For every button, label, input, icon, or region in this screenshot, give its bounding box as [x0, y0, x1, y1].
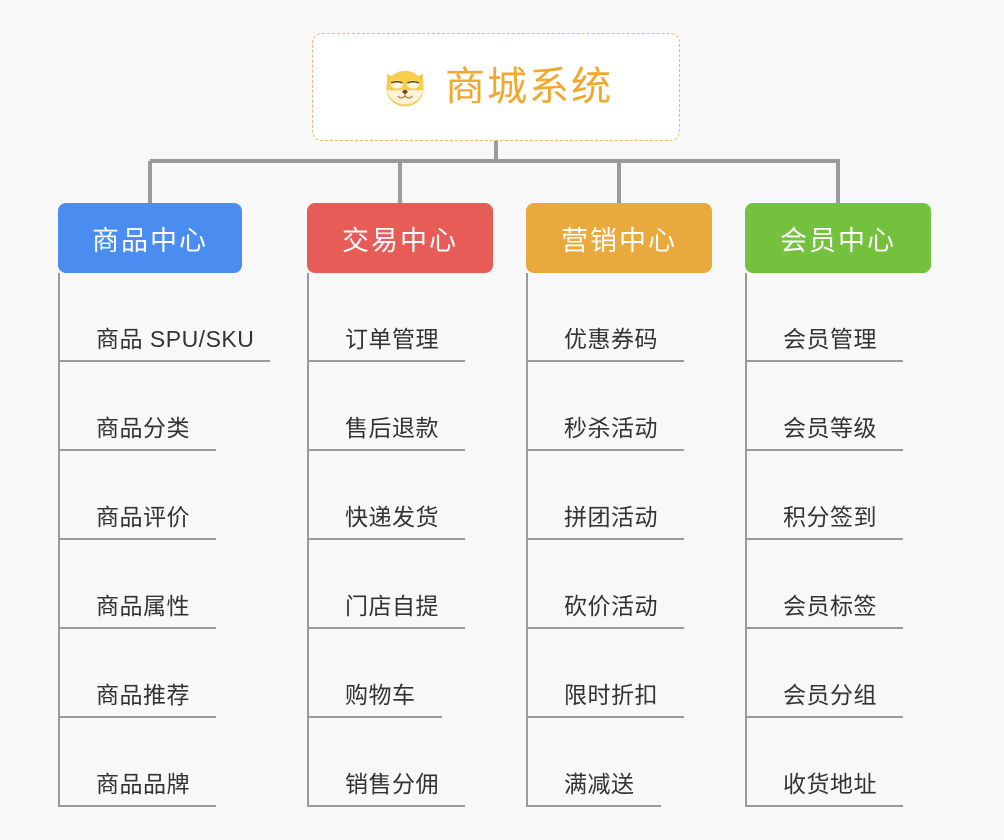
leaf-list-product-center: 商品 SPU/SKU 商品分类商品评价商品属性商品推荐商品品牌 [58, 273, 270, 807]
leaf-item-label: 购物车 [345, 682, 416, 708]
leaf-list-trade-center: 订单管理售后退款快递发货门店自提购物车销售分佣 [307, 273, 493, 807]
leaf-item-label: 商品评价 [96, 504, 190, 530]
category-column-marketing-center: 营销中心优惠券码秒杀活动拼团活动砍价活动限时折扣满减送 [526, 203, 712, 807]
leaf-item-label: 商品推荐 [96, 682, 190, 708]
leaf-item-label: 快递发货 [345, 504, 439, 530]
leaf-underline [526, 538, 684, 540]
leaf-item[interactable]: 砍价活动 [526, 540, 712, 629]
leaf-item[interactable]: 商品评价 [58, 451, 254, 540]
leaf-spine [58, 273, 60, 807]
leaf-underline [58, 716, 216, 718]
leaf-item-label: 限时折扣 [564, 682, 658, 708]
leaf-underline [58, 449, 216, 451]
leaf-item[interactable]: 秒杀活动 [526, 362, 712, 451]
leaf-item[interactable]: 会员管理 [745, 273, 931, 362]
leaf-underline [745, 449, 903, 451]
leaf-underline [307, 805, 465, 807]
leaf-underline [307, 449, 465, 451]
leaf-item-label: 优惠券码 [564, 326, 658, 352]
root-node[interactable]: 商城系统 [312, 33, 680, 141]
leaf-item-label: 销售分佣 [345, 771, 439, 797]
leaf-item-label: 商品品牌 [96, 771, 190, 797]
leaf-item[interactable]: 优惠券码 [526, 273, 712, 362]
leaf-item[interactable]: 会员分组 [745, 629, 931, 718]
category-header-product-center[interactable]: 商品中心 [58, 203, 242, 273]
leaf-item[interactable]: 购物车 [307, 629, 493, 718]
leaf-underline [745, 805, 903, 807]
leaf-item-label: 商品分类 [96, 415, 190, 441]
leaf-item[interactable]: 销售分佣 [307, 718, 493, 807]
leaf-underline [745, 538, 903, 540]
category-header-label: 营销中心 [561, 225, 677, 256]
leaf-underline [58, 538, 216, 540]
root-title: 商城系统 [445, 65, 613, 109]
category-column-product-center: 商品中心商品 SPU/SKU 商品分类商品评价商品属性商品推荐商品品牌 [58, 203, 270, 807]
leaf-spine [745, 273, 747, 807]
category-header-member-center[interactable]: 会员中心 [745, 203, 931, 273]
leaf-item[interactable]: 满减送 [526, 718, 712, 807]
leaf-item-label: 订单管理 [345, 326, 439, 352]
leaf-item-label: 会员等级 [783, 415, 877, 441]
leaf-underline [745, 360, 903, 362]
leaf-item[interactable]: 快递发货 [307, 451, 493, 540]
leaf-underline [307, 627, 465, 629]
shiba-dog-face-icon [379, 61, 431, 113]
category-header-marketing-center[interactable]: 营销中心 [526, 203, 712, 273]
leaf-item[interactable]: 商品分类 [58, 362, 254, 451]
leaf-item[interactable]: 售后退款 [307, 362, 493, 451]
leaf-item-label: 商品属性 [96, 593, 190, 619]
leaf-underline [526, 360, 684, 362]
leaf-spine [526, 273, 528, 807]
leaf-item-label: 售后退款 [345, 415, 439, 441]
category-header-label: 会员中心 [780, 225, 896, 256]
leaf-item[interactable]: 拼团活动 [526, 451, 712, 540]
leaf-item[interactable]: 商品推荐 [58, 629, 254, 718]
leaf-list-marketing-center: 优惠券码秒杀活动拼团活动砍价活动限时折扣满减送 [526, 273, 712, 807]
category-column-trade-center: 交易中心订单管理售后退款快递发货门店自提购物车销售分佣 [307, 203, 493, 807]
leaf-underline [58, 360, 270, 362]
leaf-item[interactable]: 商品属性 [58, 540, 254, 629]
leaf-underline [526, 627, 684, 629]
leaf-item-label: 秒杀活动 [564, 415, 658, 441]
leaf-underline [307, 538, 465, 540]
leaf-underline [526, 716, 684, 718]
leaf-underline [745, 627, 903, 629]
leaf-item[interactable]: 商品品牌 [58, 718, 254, 807]
leaf-item-label: 满减送 [564, 771, 635, 797]
leaf-underline [526, 805, 661, 807]
category-header-label: 商品中心 [92, 225, 208, 256]
category-column-member-center: 会员中心会员管理会员等级积分签到会员标签会员分组收货地址 [745, 203, 931, 807]
leaf-item[interactable]: 会员等级 [745, 362, 931, 451]
leaf-item[interactable]: 限时折扣 [526, 629, 712, 718]
leaf-item-label: 积分签到 [783, 504, 877, 530]
leaf-item[interactable]: 收货地址 [745, 718, 931, 807]
leaf-item[interactable]: 积分签到 [745, 451, 931, 540]
leaf-underline [307, 360, 465, 362]
leaf-item[interactable]: 商品 SPU/SKU [58, 273, 270, 362]
leaf-underline [526, 449, 684, 451]
leaf-item-label: 会员分组 [783, 682, 877, 708]
leaf-item-label: 收货地址 [783, 771, 877, 797]
category-header-trade-center[interactable]: 交易中心 [307, 203, 493, 273]
leaf-item[interactable]: 门店自提 [307, 540, 493, 629]
leaf-item-label: 拼团活动 [564, 504, 658, 530]
category-header-label: 交易中心 [342, 225, 458, 256]
leaf-underline [307, 716, 442, 718]
leaf-underline [58, 627, 216, 629]
leaf-item-label: 会员管理 [783, 326, 877, 352]
leaf-list-member-center: 会员管理会员等级积分签到会员标签会员分组收货地址 [745, 273, 931, 807]
leaf-underline [58, 805, 216, 807]
leaf-underline [745, 716, 903, 718]
leaf-item-label: 会员标签 [783, 593, 877, 619]
leaf-item[interactable]: 会员标签 [745, 540, 931, 629]
leaf-item[interactable]: 订单管理 [307, 273, 493, 362]
leaf-item-label: 门店自提 [345, 593, 439, 619]
leaf-spine [307, 273, 309, 807]
leaf-item-label: 商品 SPU/SKU [96, 326, 255, 352]
leaf-item-label: 砍价活动 [564, 593, 658, 619]
